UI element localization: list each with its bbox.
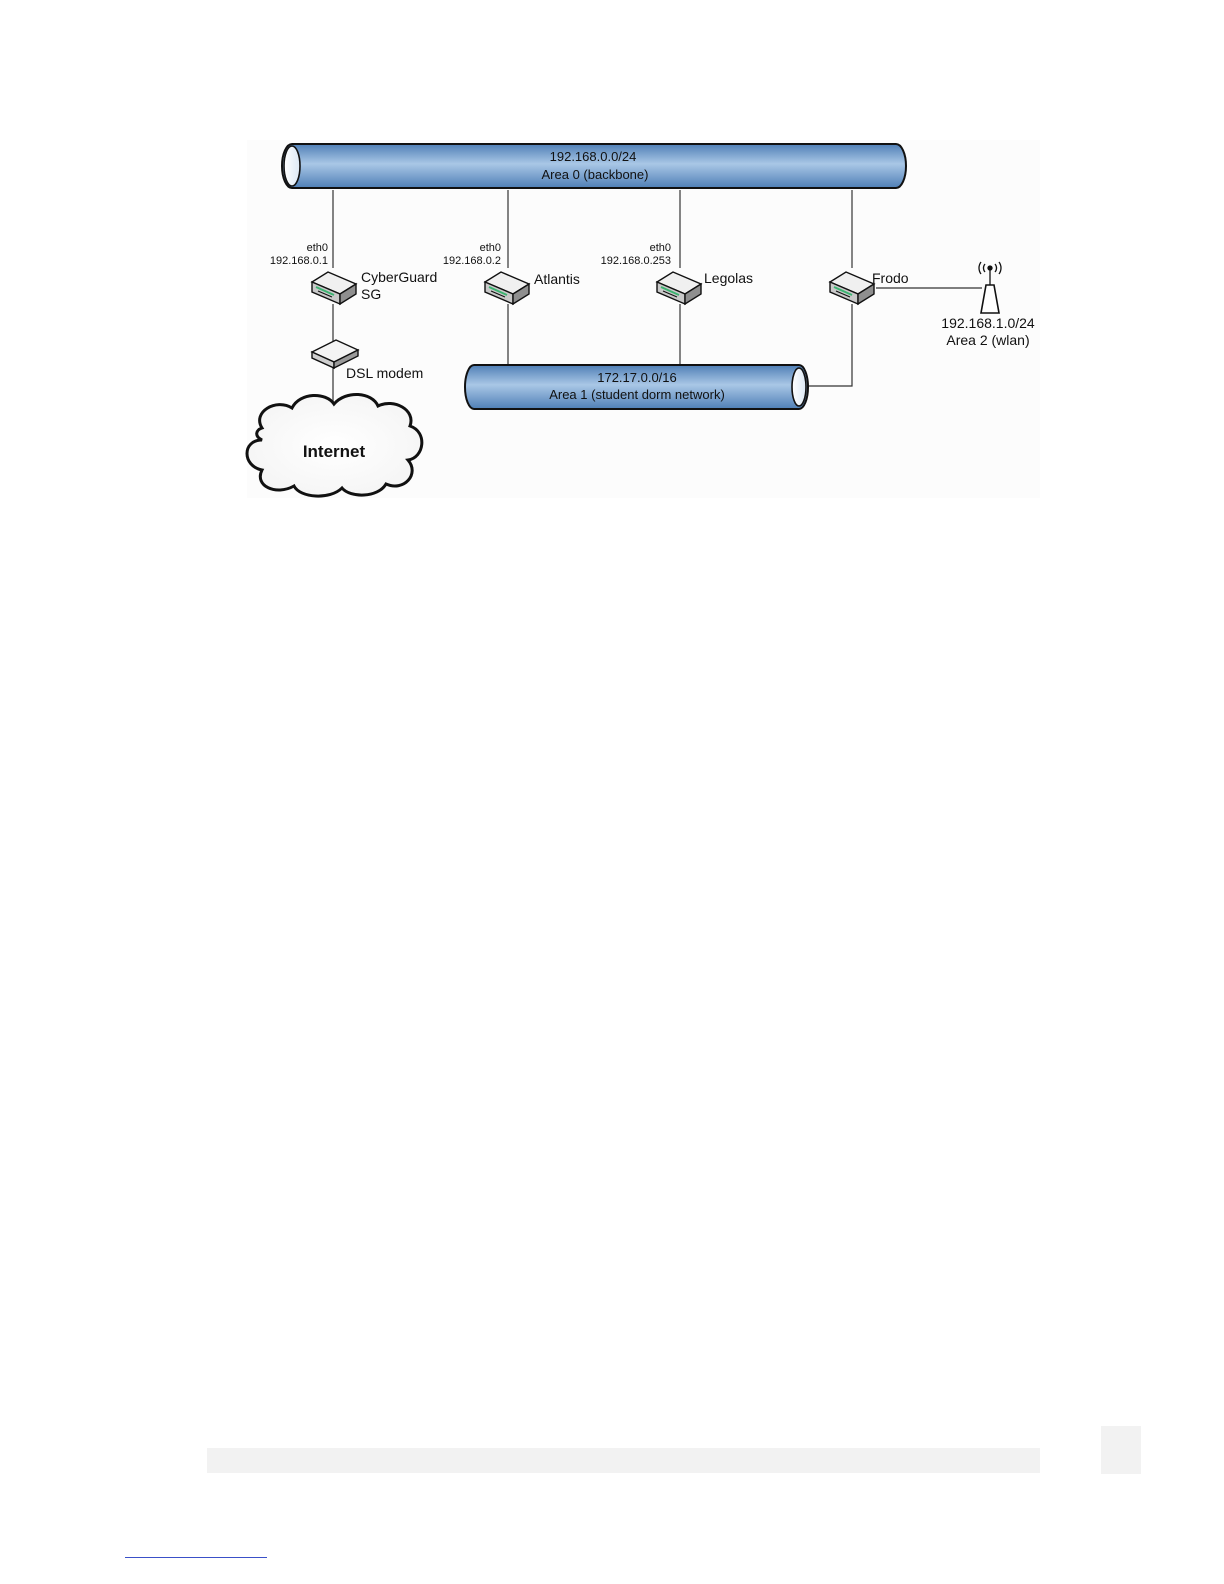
router-name-label-line2: SG xyxy=(361,286,381,302)
router-iface-label: eth0 xyxy=(307,242,328,254)
router-name-label: Atlantis xyxy=(534,271,580,287)
router-name-label: Legolas xyxy=(704,270,753,286)
footer-bar xyxy=(207,1448,1040,1473)
backbone-network: 192.168.0.0/24 Area 0 (backbone) xyxy=(282,144,906,188)
cloud-label: Internet xyxy=(303,442,366,461)
router-name-label: CyberGuard xyxy=(361,269,437,285)
router-name-label: Frodo xyxy=(872,270,909,286)
backbone-pipe-cap xyxy=(284,146,300,186)
modem-label: DSL modem xyxy=(346,365,423,381)
internet-cloud: Internet xyxy=(247,394,422,496)
backbone-network-label: 192.168.0.0/24 xyxy=(550,149,637,164)
area1-pipe-cap xyxy=(792,368,806,406)
router-ip-label: 192.168.0.2 xyxy=(443,255,501,267)
page-number-box xyxy=(1101,1426,1141,1474)
area1-network: 172.17.0.0/16 Area 1 (student dorm netwo… xyxy=(465,365,808,409)
router-iface-label: eth0 xyxy=(650,242,671,254)
router-ip-label: 192.168.0.1 xyxy=(270,255,328,267)
footnote-rule xyxy=(125,1557,267,1558)
router-iface-label: eth0 xyxy=(480,242,501,254)
area1-area-label: Area 1 (student dorm network) xyxy=(549,387,725,402)
area1-network-label: 172.17.0.0/16 xyxy=(597,370,677,385)
backbone-area-label: Area 0 (backbone) xyxy=(542,167,649,182)
wlan-area-label: Area 2 (wlan) xyxy=(946,332,1029,348)
router-ip-label: 192.168.0.253 xyxy=(601,255,671,267)
wlan-network-label: 192.168.1.0/24 xyxy=(941,315,1035,331)
